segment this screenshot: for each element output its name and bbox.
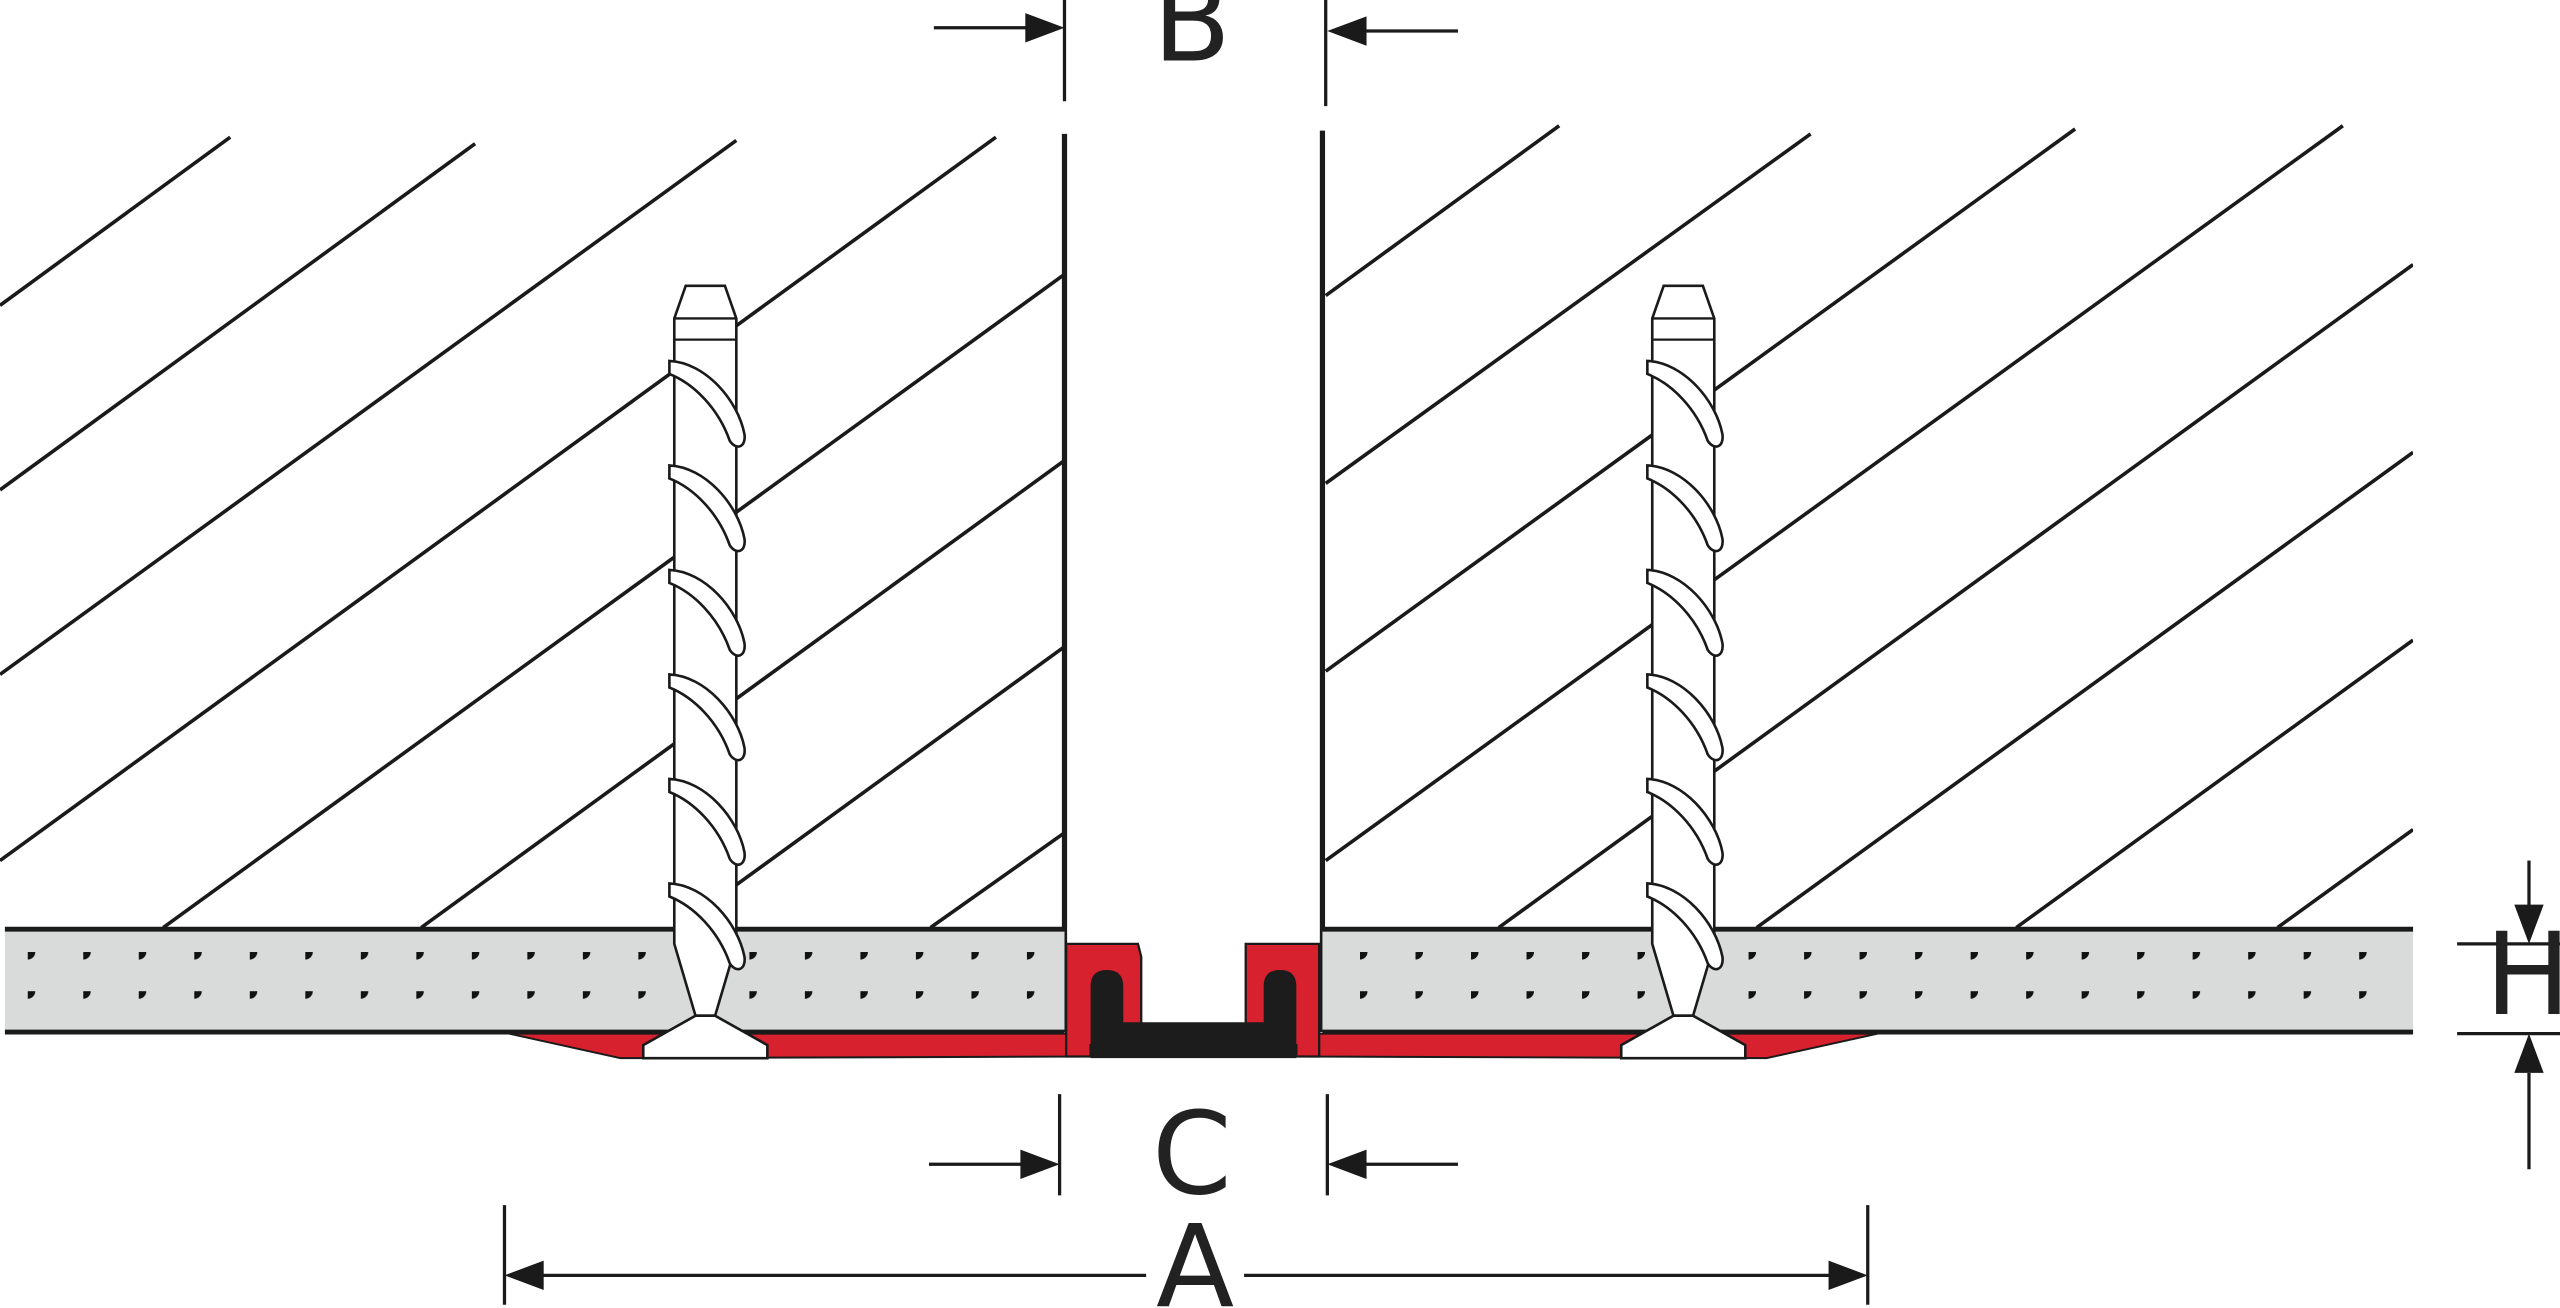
right-board-layer bbox=[1322, 926, 2414, 1035]
right-profile-wing bbox=[1301, 1032, 1878, 1060]
right-substrate-hatching bbox=[1324, 124, 2414, 928]
left-profile-wing bbox=[509, 1032, 1086, 1060]
left-screw-icon bbox=[641, 284, 769, 1060]
dimension-c-label: C bbox=[1152, 1088, 1232, 1221]
dimension-a bbox=[502, 1205, 1870, 1305]
left-substrate-hatching bbox=[0, 135, 1065, 928]
dimension-c bbox=[928, 1094, 1458, 1196]
rubber-insert bbox=[1090, 969, 1297, 1059]
dimension-h1 bbox=[2457, 860, 2560, 1170]
dimension-h1-label: H1 bbox=[2485, 908, 2560, 1041]
right-screw-icon bbox=[1619, 284, 1747, 1060]
dimension-b-label: B bbox=[1153, 0, 1231, 87]
dimension-a-label: A bbox=[1156, 1200, 1234, 1308]
left-board-layer bbox=[4, 926, 1065, 1035]
dimension-b bbox=[933, 0, 1458, 107]
